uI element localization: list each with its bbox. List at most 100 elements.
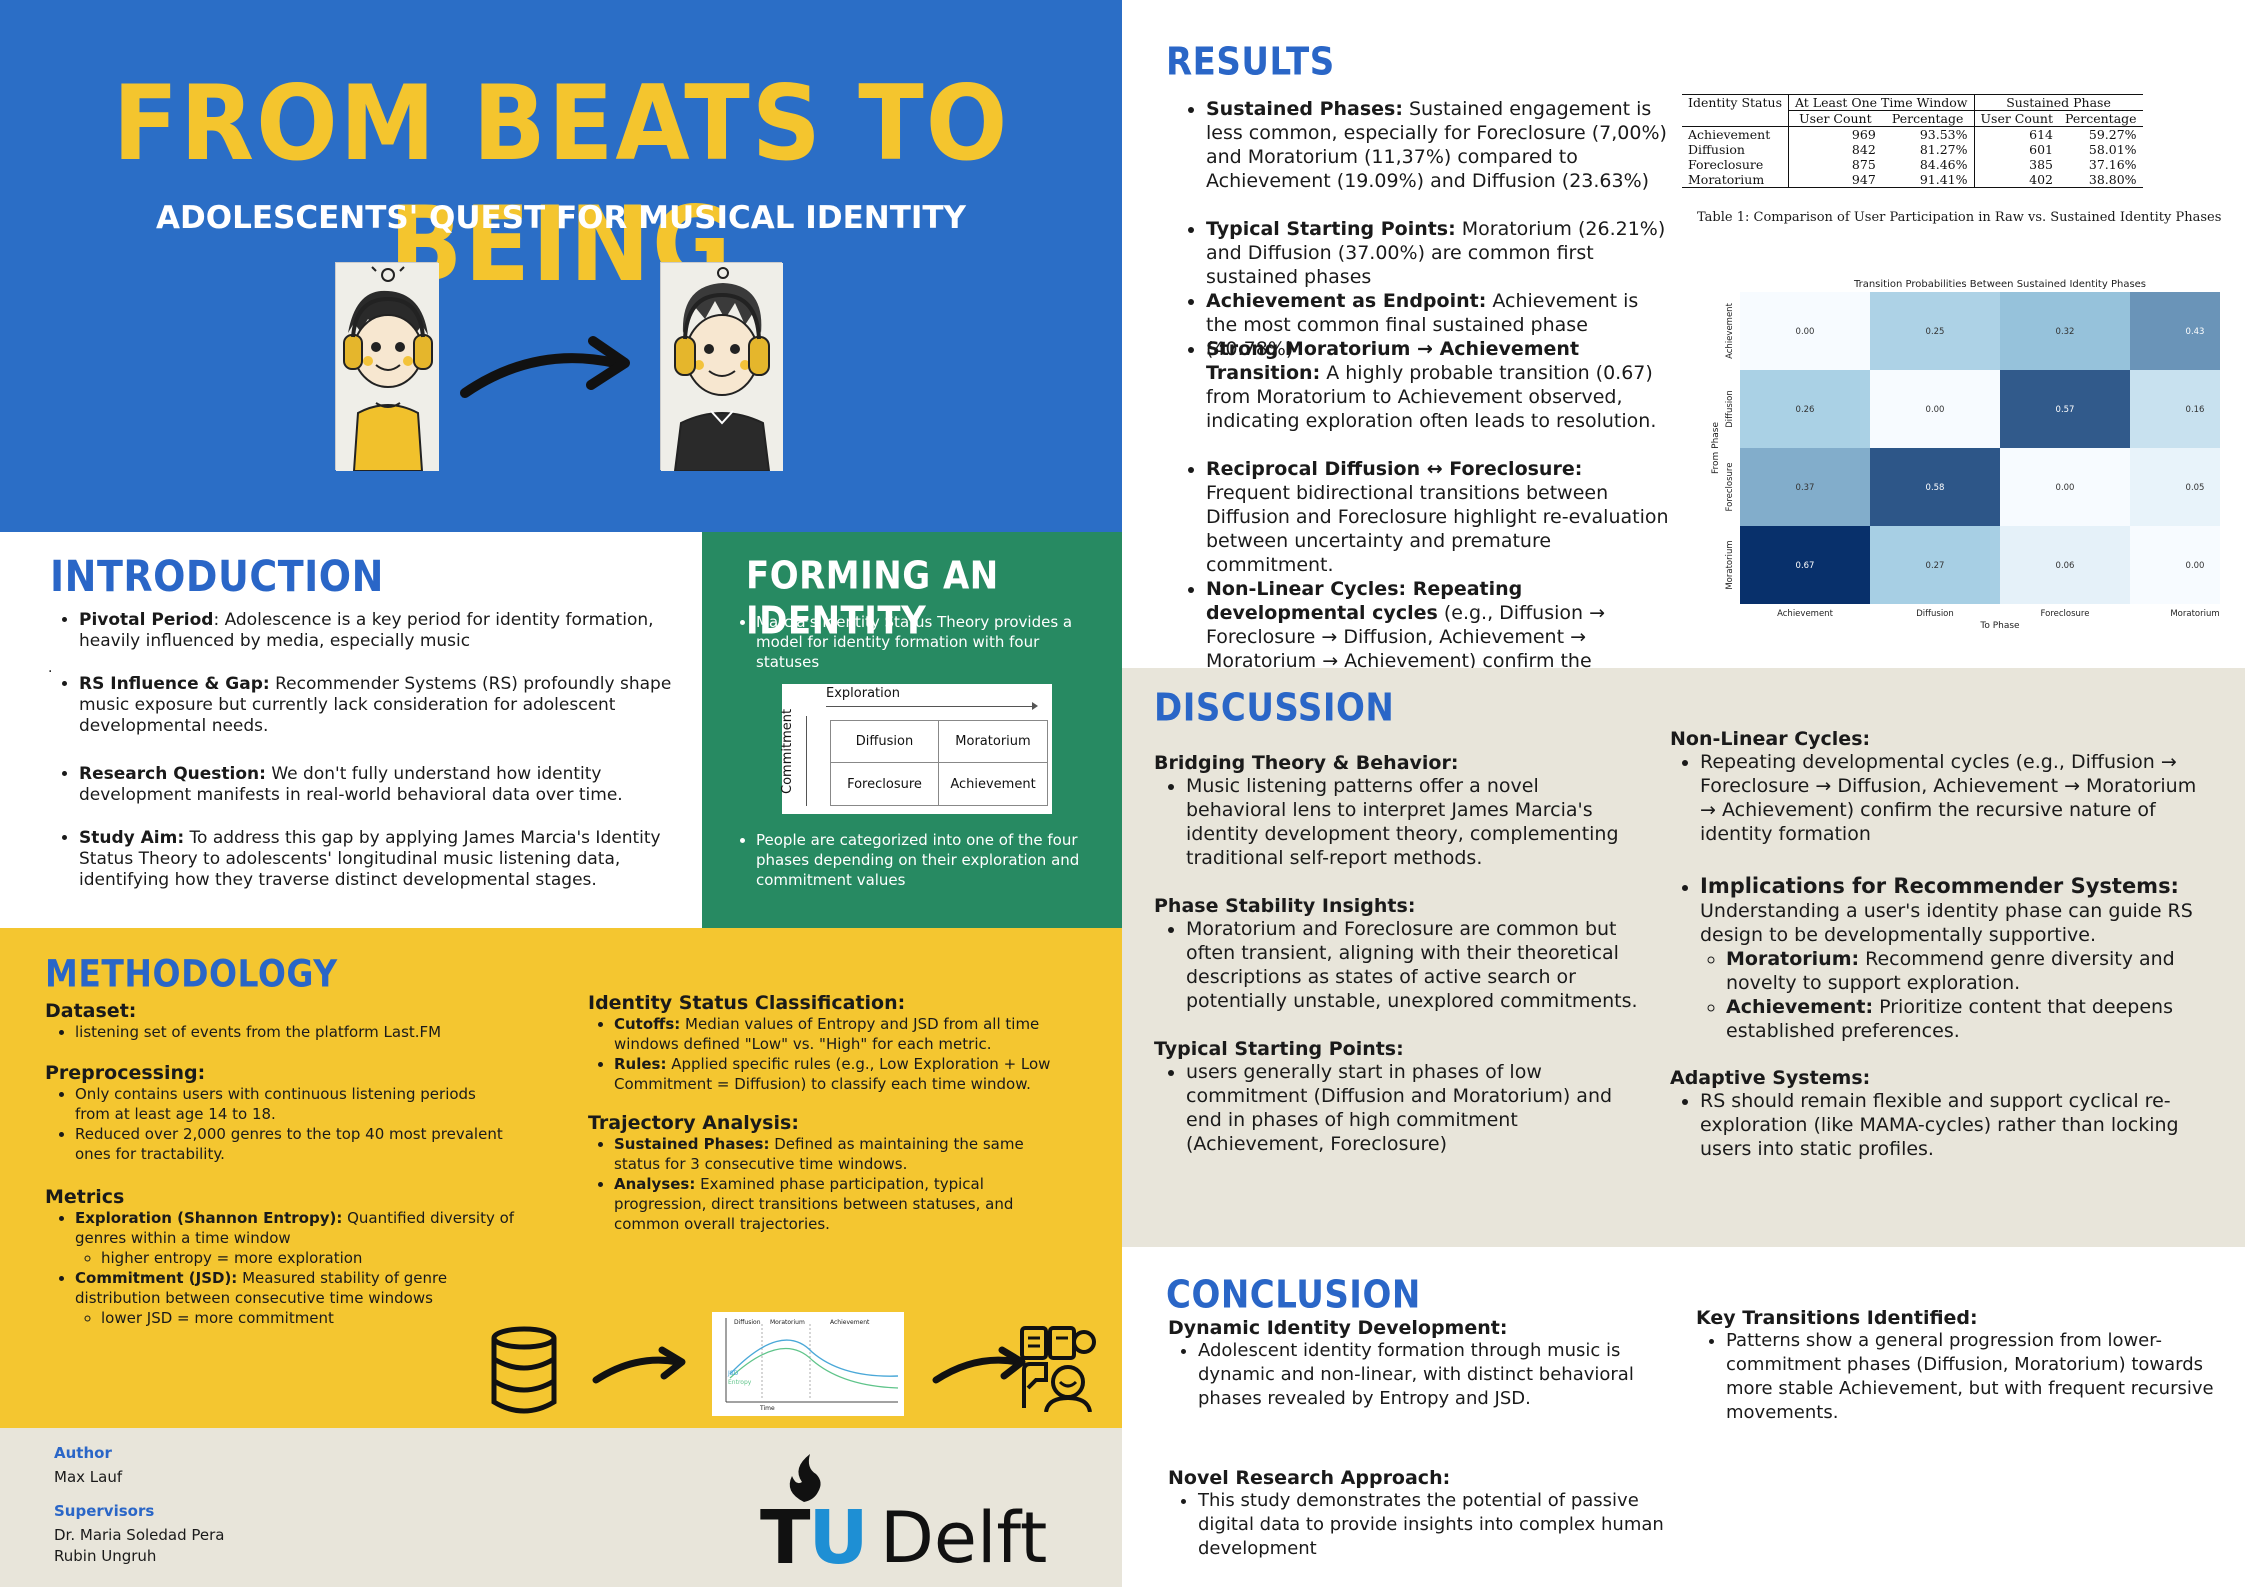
mini-label-time: Time xyxy=(760,1405,775,1412)
x-tick-label: Diffusion xyxy=(1916,609,1954,619)
discussion-right-column: Non-Linear Cycles: Repeating development… xyxy=(1670,728,2215,1161)
table-cell: 842 xyxy=(1851,142,1876,157)
item-text: Moratorium (26.21%) and Diffusion (37.00… xyxy=(1206,218,1666,288)
results-list: Sustained Phases: Sustained engagement i… xyxy=(1172,97,1672,193)
list-item: Typical Starting Points: Moratorium (26.… xyxy=(1206,217,1672,289)
item-text: Recommender Systems (RS) profoundly shap… xyxy=(79,674,672,736)
table-cell: 875 xyxy=(1851,157,1876,172)
table-cell: Moratorium xyxy=(1682,172,1789,187)
arrow-head-icon xyxy=(1032,702,1038,710)
conclusion-right-column: Key Transitions Identified: Patterns sho… xyxy=(1696,1307,2226,1425)
list-item: Music listening patterns offer a novel b… xyxy=(1186,774,1644,870)
author-name: Max Lauf xyxy=(54,1468,123,1486)
mini-label-diffusion: Diffusion xyxy=(734,1319,761,1326)
discussion-title: DISCUSSION xyxy=(1154,686,1395,731)
forming-list-1: Marcia's Identity Status Theory provides… xyxy=(722,612,1107,672)
approach-heading: Novel Research Approach: xyxy=(1168,1467,1451,1489)
table-caption: Table 1: Comparison of User Participatio… xyxy=(1697,210,2222,225)
y-tick-label: Achievement xyxy=(1725,302,1735,358)
heatmap-cell-label: 0.67 xyxy=(1796,561,1815,571)
item-text: A highly probable transition (0.67) from… xyxy=(1206,362,1657,432)
list-item: Adolescent identity formation through mu… xyxy=(1198,1339,1668,1411)
item-text: Defined as maintaining the same status f… xyxy=(614,1135,1024,1173)
list-item: RS should remain flexible and support cy… xyxy=(1700,1089,2215,1161)
sub-list-item: Achievement: Prioritize content that dee… xyxy=(1726,995,2215,1043)
item-label: RS Influence & Gap: xyxy=(79,674,270,694)
heatmap-cell-label: 0.58 xyxy=(1926,483,1945,493)
heatmap-cell xyxy=(1870,370,2000,448)
results-table: Identity Status At Least One Time Window… xyxy=(1682,94,2143,188)
list-item: Repeating developmental cycles (e.g., Di… xyxy=(1700,750,2215,846)
commitment-arrow xyxy=(806,716,807,806)
heatmap-cell xyxy=(2130,526,2220,604)
y-tick-label: Moratorium xyxy=(1725,540,1735,589)
x-axis-label: To Phase xyxy=(1979,621,2020,631)
heatmap-cell-label: 0.05 xyxy=(2186,483,2205,493)
metrics-list: Exploration (Shannon Entropy): Quantifie… xyxy=(45,1208,515,1328)
list-item: Implications for Recommender Systems:Und… xyxy=(1700,874,2215,1043)
conclusion-title: CONCLUSION xyxy=(1166,1273,1421,1318)
list-item: Pivotal Period: Adolescence is a key per… xyxy=(79,610,685,652)
dynamic-list: Adolescent identity formation through mu… xyxy=(1168,1339,1668,1411)
list-item: Strong Moratorium → Achievement Transiti… xyxy=(1206,337,1672,433)
list-item: RS Influence & Gap: Recommender Systems … xyxy=(79,674,685,737)
x-tick-label: Foreclosure xyxy=(2041,609,2090,619)
list-item: Analyses: Examined phase participation, … xyxy=(614,1174,1068,1234)
methodology-left-column: Dataset: listening set of events from th… xyxy=(45,1000,515,1328)
heatmap-cell xyxy=(2000,526,2130,604)
table-cell: 614 xyxy=(2029,127,2054,142)
tu-delft-logo: TU Delft xyxy=(760,1452,1050,1582)
x-tick-label: Achievement xyxy=(1777,609,1833,619)
sub-list-item: Moratorium: Recommend genre diversity an… xyxy=(1726,947,2215,995)
identity-profile-icon xyxy=(1020,1326,1096,1412)
y-tick-label: Diffusion xyxy=(1725,390,1735,428)
table-cell: 58.01% xyxy=(2088,142,2137,157)
item-text: We don't fully understand how identity d… xyxy=(79,764,623,805)
teen-avatar-image xyxy=(660,262,783,472)
x-tick-label: Moratorium xyxy=(2170,609,2219,619)
transitions-heading: Key Transitions Identified: xyxy=(1696,1307,1978,1329)
author-section: Author Max Lauf Supervisors Dr. Maria So… xyxy=(0,1428,1122,1587)
list-item: Rules: Applied specific rules (e.g., Low… xyxy=(614,1054,1068,1094)
list-item: Only contains users with continuous list… xyxy=(75,1084,515,1124)
introduction-section: INTRODUCTION Pivotal Period: Adolescence… xyxy=(0,532,702,928)
table-header: User Count xyxy=(1980,111,2054,126)
list-item: listening set of events from the platfor… xyxy=(75,1022,515,1042)
mini-label-moratorium: Moratorium xyxy=(770,1319,805,1326)
item-text: Understanding a user's identity phase ca… xyxy=(1700,900,2193,946)
list-item: Sustained Phases: Defined as maintaining… xyxy=(614,1134,1068,1174)
preprocessing-list: Only contains users with continuous list… xyxy=(45,1084,515,1164)
child-avatar-image xyxy=(335,262,439,472)
item-text: Applied specific rules (e.g., Low Explor… xyxy=(614,1055,1051,1093)
heatmap-cell-label: 0.43 xyxy=(2186,327,2205,337)
cycles-list: Repeating developmental cycles (e.g., Di… xyxy=(1670,750,2215,846)
preprocessing-heading: Preprocessing: xyxy=(45,1062,206,1084)
item-label: Sustained Phases: xyxy=(614,1135,770,1153)
stray-dot: . xyxy=(48,660,53,676)
item-label: Pivotal Period xyxy=(79,610,214,630)
table-header: Percentage xyxy=(1881,110,1975,127)
heatmap-cell-label: 0.00 xyxy=(1926,405,1945,415)
list-item: Sustained Phases: Sustained engagement i… xyxy=(1206,97,1672,193)
grid-cell-moratorium: Moratorium xyxy=(939,721,1047,763)
logo-tu-text: TU xyxy=(760,1498,869,1578)
cycles-heading: Non-Linear Cycles: xyxy=(1670,728,1871,750)
results-list: Reciprocal Diffusion ↔ Foreclosure: Freq… xyxy=(1172,457,1672,697)
table-cell: Foreclosure xyxy=(1682,157,1789,172)
results-title: RESULTS xyxy=(1166,40,1335,85)
mini-label-achievement: Achievement xyxy=(830,1319,870,1326)
forming-list-2: People are categorized into one of the f… xyxy=(722,830,1107,890)
table-cell: Achievement xyxy=(1682,126,1789,142)
table-cell: 91.41% xyxy=(1881,172,1975,187)
heatmap-cell xyxy=(1740,292,1870,370)
item-label: Moratorium: xyxy=(1726,948,1860,970)
table-row: Moratorium 947 91.41% 402 38.80% xyxy=(1682,172,2143,187)
item-label: Achievement as Endpoint: xyxy=(1206,290,1487,312)
author-heading: Author xyxy=(54,1444,112,1462)
list-item: Exploration (Shannon Entropy): Quantifie… xyxy=(75,1208,515,1268)
table-header: Percentage xyxy=(2065,111,2137,126)
classification-list: Cutoffs: Median values of Entropy and JS… xyxy=(588,1014,1068,1094)
heatmap-cell xyxy=(2130,292,2220,370)
heatmap-cell-label: 0.00 xyxy=(2056,483,2075,493)
item-label: Research Question: xyxy=(79,764,266,784)
